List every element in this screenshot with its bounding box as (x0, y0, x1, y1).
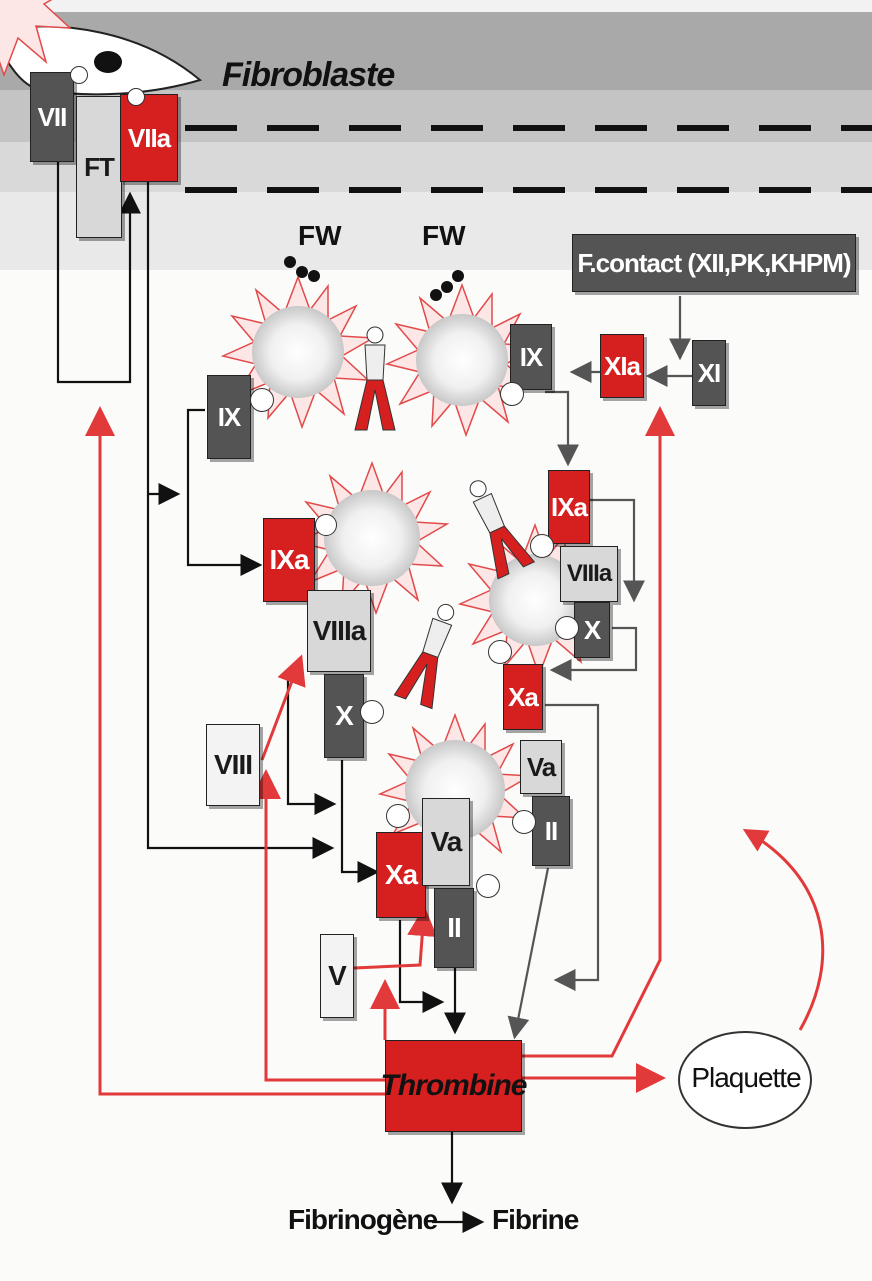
binding-site-icon (250, 388, 274, 412)
factor-ixa-right: IXa (548, 470, 590, 544)
factor-xia: XIa (600, 334, 644, 398)
binding-site-icon (127, 88, 145, 106)
factor-x-right: X (574, 602, 610, 658)
factor-va-top: Va (520, 740, 562, 794)
factor-ii-main: II (434, 888, 474, 968)
factor-viii: VIII (206, 724, 260, 806)
thrombine-box: Thrombine (385, 1040, 522, 1132)
binding-site-icon (500, 382, 524, 406)
factor-ft: FT (76, 96, 122, 238)
factor-viiia-left: VIIIa (307, 590, 371, 672)
factor-x-left: X (324, 674, 364, 758)
plaquette-label: Plaquette (690, 1062, 802, 1094)
binding-site-icon (360, 700, 384, 724)
binding-site-icon (386, 804, 410, 828)
factor-va-main: Va (422, 798, 470, 886)
binding-site-icon (70, 66, 88, 84)
fibroblast-nucleus-icon (94, 51, 122, 73)
factor-xa-right: Xa (503, 664, 543, 730)
fibroblaste-label: Fibroblaste (222, 56, 394, 95)
fibrinogene-label: Fibrinogène (288, 1204, 437, 1236)
factor-ix-right: IX (510, 324, 552, 390)
factor-vii: VII (30, 72, 74, 162)
fibrine-label: Fibrine (492, 1204, 578, 1236)
binding-site-icon (315, 514, 337, 536)
binding-site-icon (512, 810, 536, 834)
factor-ii-top: II (532, 796, 570, 866)
factor-ix-left: IX (207, 375, 251, 459)
fw-label: FW (422, 220, 466, 252)
binding-site-icon (555, 616, 579, 640)
binding-site-icon (488, 640, 512, 664)
factor-v: V (320, 934, 354, 1018)
fw-label: FW (298, 220, 342, 252)
factor-xa-main: Xa (376, 832, 426, 918)
factor-viia: VIIa (120, 94, 178, 182)
binding-site-icon (476, 874, 500, 898)
figure-icon (394, 598, 467, 708)
factor-viiia-right: VIIIa (560, 546, 618, 602)
binding-site-icon (530, 534, 554, 558)
figure-icon (457, 473, 535, 579)
factor-xi: XI (692, 340, 726, 406)
contact-factors-box: F.contact (XII,PK,KHPM) (572, 234, 856, 292)
